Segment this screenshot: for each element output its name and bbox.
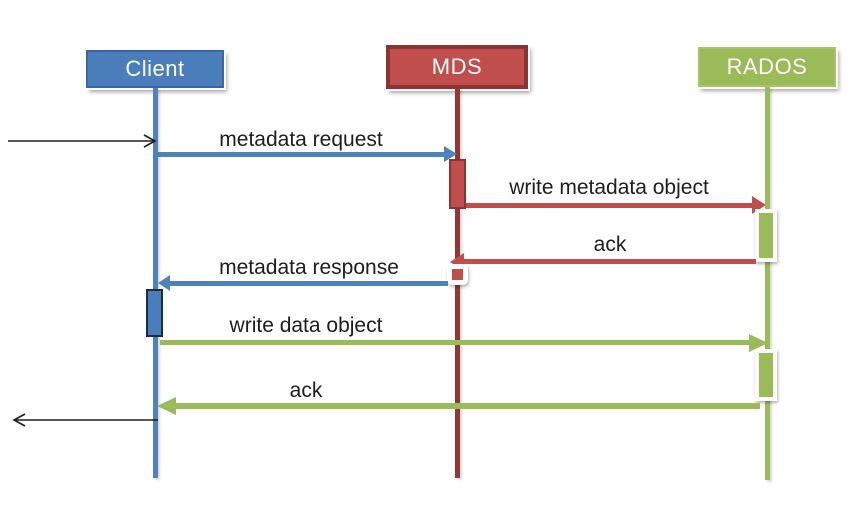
message-label-write-data-object: write data object (229, 314, 383, 337)
actor-mds-label: MDS (431, 54, 483, 79)
arrowhead-left-icon (157, 397, 176, 415)
actor-box-client: Client (86, 50, 224, 88)
activation-mds (449, 159, 466, 209)
actor-box-mds: MDS (386, 45, 528, 89)
message-label-metadata-request: metadata request (219, 128, 383, 151)
message-label-ack-metadata: ack (593, 233, 627, 256)
activation-rados-metadata (755, 209, 777, 262)
message-line-write-metadata-object (466, 203, 752, 208)
arrowhead-left-icon (158, 275, 170, 291)
external-response-out-arrow-icon (12, 413, 158, 427)
arrowhead-right-icon (749, 334, 768, 352)
arrowhead-right-icon (444, 146, 457, 162)
mds-commit-marker (447, 264, 468, 285)
activation-rados-data (755, 349, 777, 401)
message-label-metadata-response: metadata response (219, 256, 399, 279)
actor-client-label: Client (125, 56, 185, 81)
lifeline-rados (765, 87, 770, 480)
message-label-ack-data: ack (289, 379, 323, 402)
message-line-write-data-object (160, 340, 750, 345)
actor-rados-label: RADOS (726, 54, 808, 79)
external-request-in-arrow-icon (8, 134, 157, 148)
mds-commit-marker-core (452, 269, 463, 280)
message-line-metadata-response (170, 281, 448, 286)
actor-box-rados: RADOS (698, 47, 836, 87)
lifeline-client (153, 88, 158, 478)
message-line-ack-data (176, 403, 760, 409)
message-label-write-metadata-object: write metadata object (509, 176, 709, 199)
message-line-ack-metadata (464, 259, 756, 264)
message-line-metadata-request (158, 152, 444, 157)
activation-client (146, 289, 163, 337)
